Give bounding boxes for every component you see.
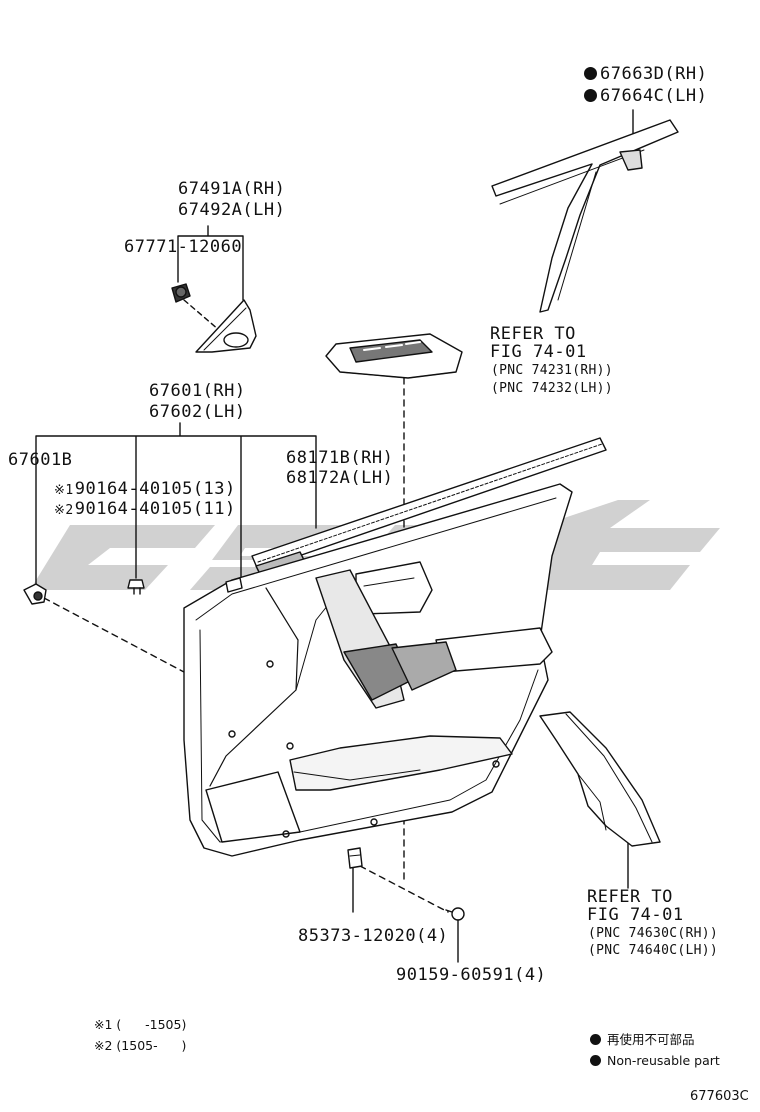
label-67771: 67771-12060: [124, 237, 243, 257]
label-refer2-b: FIG 74-01: [587, 905, 684, 925]
label-68172a: 68172A(LH): [286, 468, 394, 488]
door-trim-panel: [183, 483, 573, 857]
label-refer1-c: (PNC 74231(RH)): [491, 363, 613, 378]
screw-top: [225, 577, 243, 593]
leader-67601: [35, 422, 317, 586]
label-67664c: 67664C(LH): [584, 88, 707, 105]
label-90159: 90159-60591(4): [396, 965, 547, 985]
screw-90164: [127, 579, 145, 595]
lower-garnish: [539, 711, 661, 847]
label-refer2-a: REFER TO: [587, 887, 673, 907]
screw-90159: [445, 907, 465, 921]
window-switch: [325, 333, 463, 379]
non-reusable-dot-icon: [584, 67, 597, 80]
clip-85373: [347, 847, 363, 869]
label-refer1-a: REFER TO: [490, 324, 576, 344]
label-67601: 67601(RH): [149, 381, 246, 401]
label-refer1-b: FIG 74-01: [490, 342, 587, 362]
label-refer1-d: (PNC 74232(LH)): [491, 381, 613, 396]
dashed-line-bolt: [359, 865, 449, 913]
label-90164-11: ※290164-40105(11): [54, 499, 236, 519]
legend-en: Non-reusable part: [590, 1054, 720, 1068]
label-67601b: 67601B: [8, 450, 73, 470]
footnote-1: ※1 ( -1505): [94, 1017, 187, 1032]
leader-67491: [177, 225, 244, 301]
label-refer2-c: (PNC 74630C(RH)): [588, 926, 719, 941]
label-67492a: 67492A(LH): [178, 200, 286, 220]
footnote-2: ※2 (1505- ): [94, 1038, 187, 1053]
tweeter-cover: [195, 299, 257, 353]
pillar-garnish: [491, 119, 679, 313]
legend-dot-icon: [590, 1034, 601, 1045]
label-67663d: 67663D(RH): [584, 66, 707, 83]
label-68171b: 68171B(RH): [286, 448, 394, 468]
clip-67601b: [23, 583, 47, 605]
label-90164-13: ※190164-40105(13): [54, 479, 236, 499]
label-67602: 67602(LH): [149, 402, 246, 422]
label-refer2-d: (PNC 74640C(LH)): [588, 943, 719, 958]
label-67491a: 67491A(RH): [178, 179, 286, 199]
dashed-line-clip: [43, 597, 185, 673]
non-reusable-dot-icon: [584, 89, 597, 102]
legend-dot-icon: [590, 1055, 601, 1066]
figure-id: 677603C: [690, 1089, 749, 1104]
label-85373: 85373-12020(4): [298, 926, 449, 946]
legend-jp: 再使用不可部品: [590, 1033, 695, 1047]
clip-67771: [171, 283, 191, 303]
